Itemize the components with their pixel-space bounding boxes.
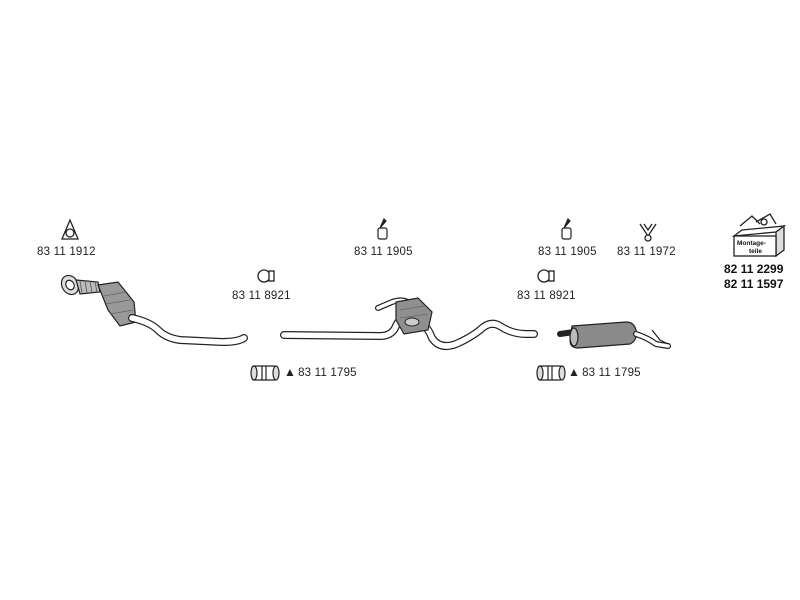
sleeve-icon-rear: [536, 365, 566, 381]
hanger-icon-rear: [561, 217, 572, 240]
clamp-icon-rear: [537, 269, 555, 283]
part-number-sleeve-front: ▲83 11 1795: [284, 365, 357, 379]
part-number-hanger-mid: 83 11 1905: [354, 246, 413, 258]
part-number-gasket: 83 11 1912: [37, 246, 96, 258]
middle-pipe-with-center-silencer: [280, 297, 538, 350]
part-number-hanger-rear: 83 11 1905: [538, 246, 597, 258]
sleeve-rear-number: 83 11 1795: [582, 367, 641, 379]
warning-triangle-icon: ▲: [568, 365, 581, 379]
part-number-clamp-rear: 83 11 8921: [517, 290, 576, 302]
rear-silencer: [557, 321, 671, 349]
box-label-line1: Montage-: [737, 240, 766, 247]
gasket-icon: [61, 218, 79, 240]
part-number-rubber-mount: 83 11 1972: [617, 246, 676, 258]
rubber-mount-icon: [639, 223, 657, 242]
part-number-mounting-kit-1: 82 11 2299: [724, 262, 784, 276]
sleeve-icon-front: [250, 365, 280, 381]
front-pipe-with-catalyst: [60, 274, 248, 347]
part-number-mounting-kit-2: 82 11 1597: [724, 277, 784, 291]
part-number-clamp-front: 83 11 8921: [232, 290, 291, 302]
clamp-icon-front: [257, 269, 275, 283]
mounting-kit-box-icon: Montage- teile: [731, 213, 787, 258]
part-number-sleeve-rear: ▲83 11 1795: [568, 365, 641, 379]
box-label-line2: teile: [749, 248, 762, 255]
hanger-icon-mid: [377, 217, 388, 240]
warning-triangle-icon: ▲: [284, 365, 297, 379]
sleeve-front-number: 83 11 1795: [298, 367, 357, 379]
